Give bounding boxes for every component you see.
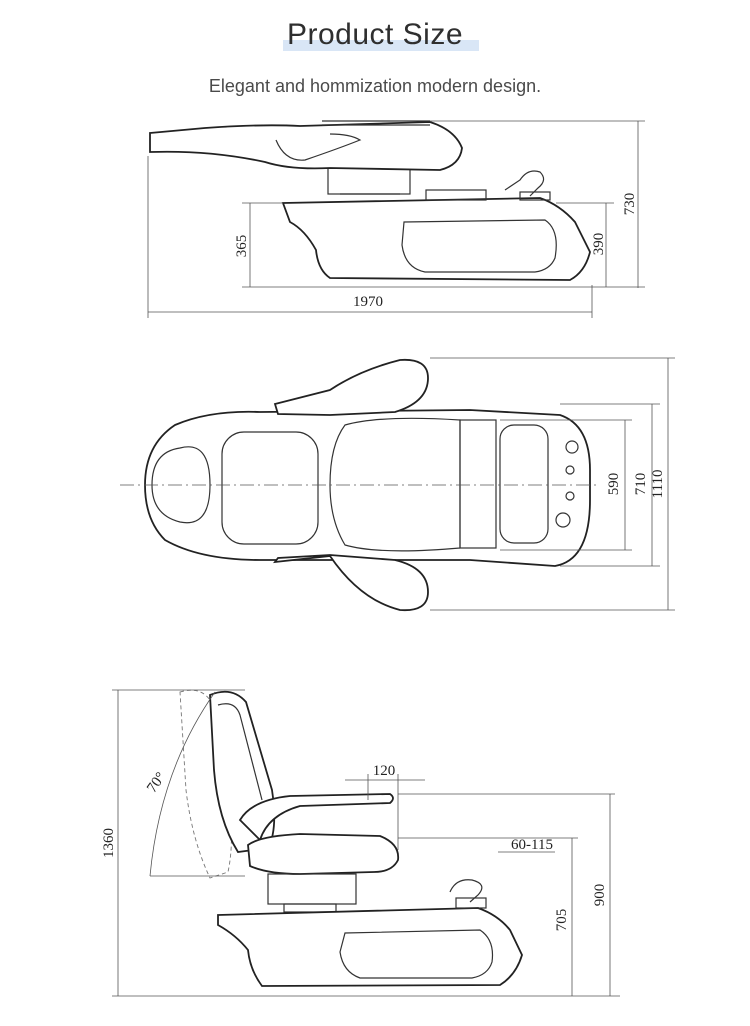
top-view-armrest-bottom [273,554,429,612]
top-bowl-width-dim: 590 [606,473,622,496]
top-view-drain [555,512,571,528]
side-view-pedestal [327,167,411,195]
recline-view-back-reclined [179,689,232,879]
side-length-dim: 1970 [353,294,383,310]
side-base-height-dim: 390 [591,233,607,256]
recline-view-pedestal [267,873,357,905]
side-total-height-dim: 730 [622,193,638,216]
top-view-armrest-top [273,358,429,416]
recline-view: 70° 1360 120 900 60-115 705 [101,689,620,997]
page-title: Product Size [286,18,464,51]
top-view: 590 710 1110 [120,357,675,612]
recline-view-base-window [339,929,494,979]
recline-seat-height-dim: 705 [554,909,570,932]
top-base-width-dim: 710 [633,473,649,496]
recline-angle-dim: 70° [144,770,169,796]
side-view: 1970 730 390 365 [147,120,645,318]
recline-view-seat [247,833,400,875]
top-view-faucet [565,440,579,454]
top-total-width-dim: 1110 [650,470,666,499]
recline-seat-adjust-dim: 60-115 [511,837,553,853]
side-view-faucet-base [519,191,551,201]
side-view-seat [149,121,463,171]
side-view-base [281,197,591,281]
title-highlight-band [283,40,479,51]
recline-armrest-offset-dim: 120 [373,763,396,779]
side-view-foot-panel [425,189,487,201]
recline-view-base [217,907,523,987]
recline-total-height-dim: 1360 [101,828,117,858]
side-base-left-height-dim: 365 [234,235,250,258]
top-view-headrest [151,446,211,524]
page-subtitle: Elegant and hommization modern design. [208,76,542,96]
top-view-seat-cushion [329,417,461,552]
side-view-faucet [504,170,545,197]
top-view-back-cushion [221,431,319,545]
side-view-armrest [275,133,362,161]
recline-armrest-height-dim: 900 [592,884,608,907]
side-view-base-window [401,219,557,273]
top-view-foot-bowl [499,424,549,544]
recline-view-armrest [238,793,394,842]
top-view-foot-bowl-edge [459,419,497,549]
recline-view-faucet [449,879,483,903]
